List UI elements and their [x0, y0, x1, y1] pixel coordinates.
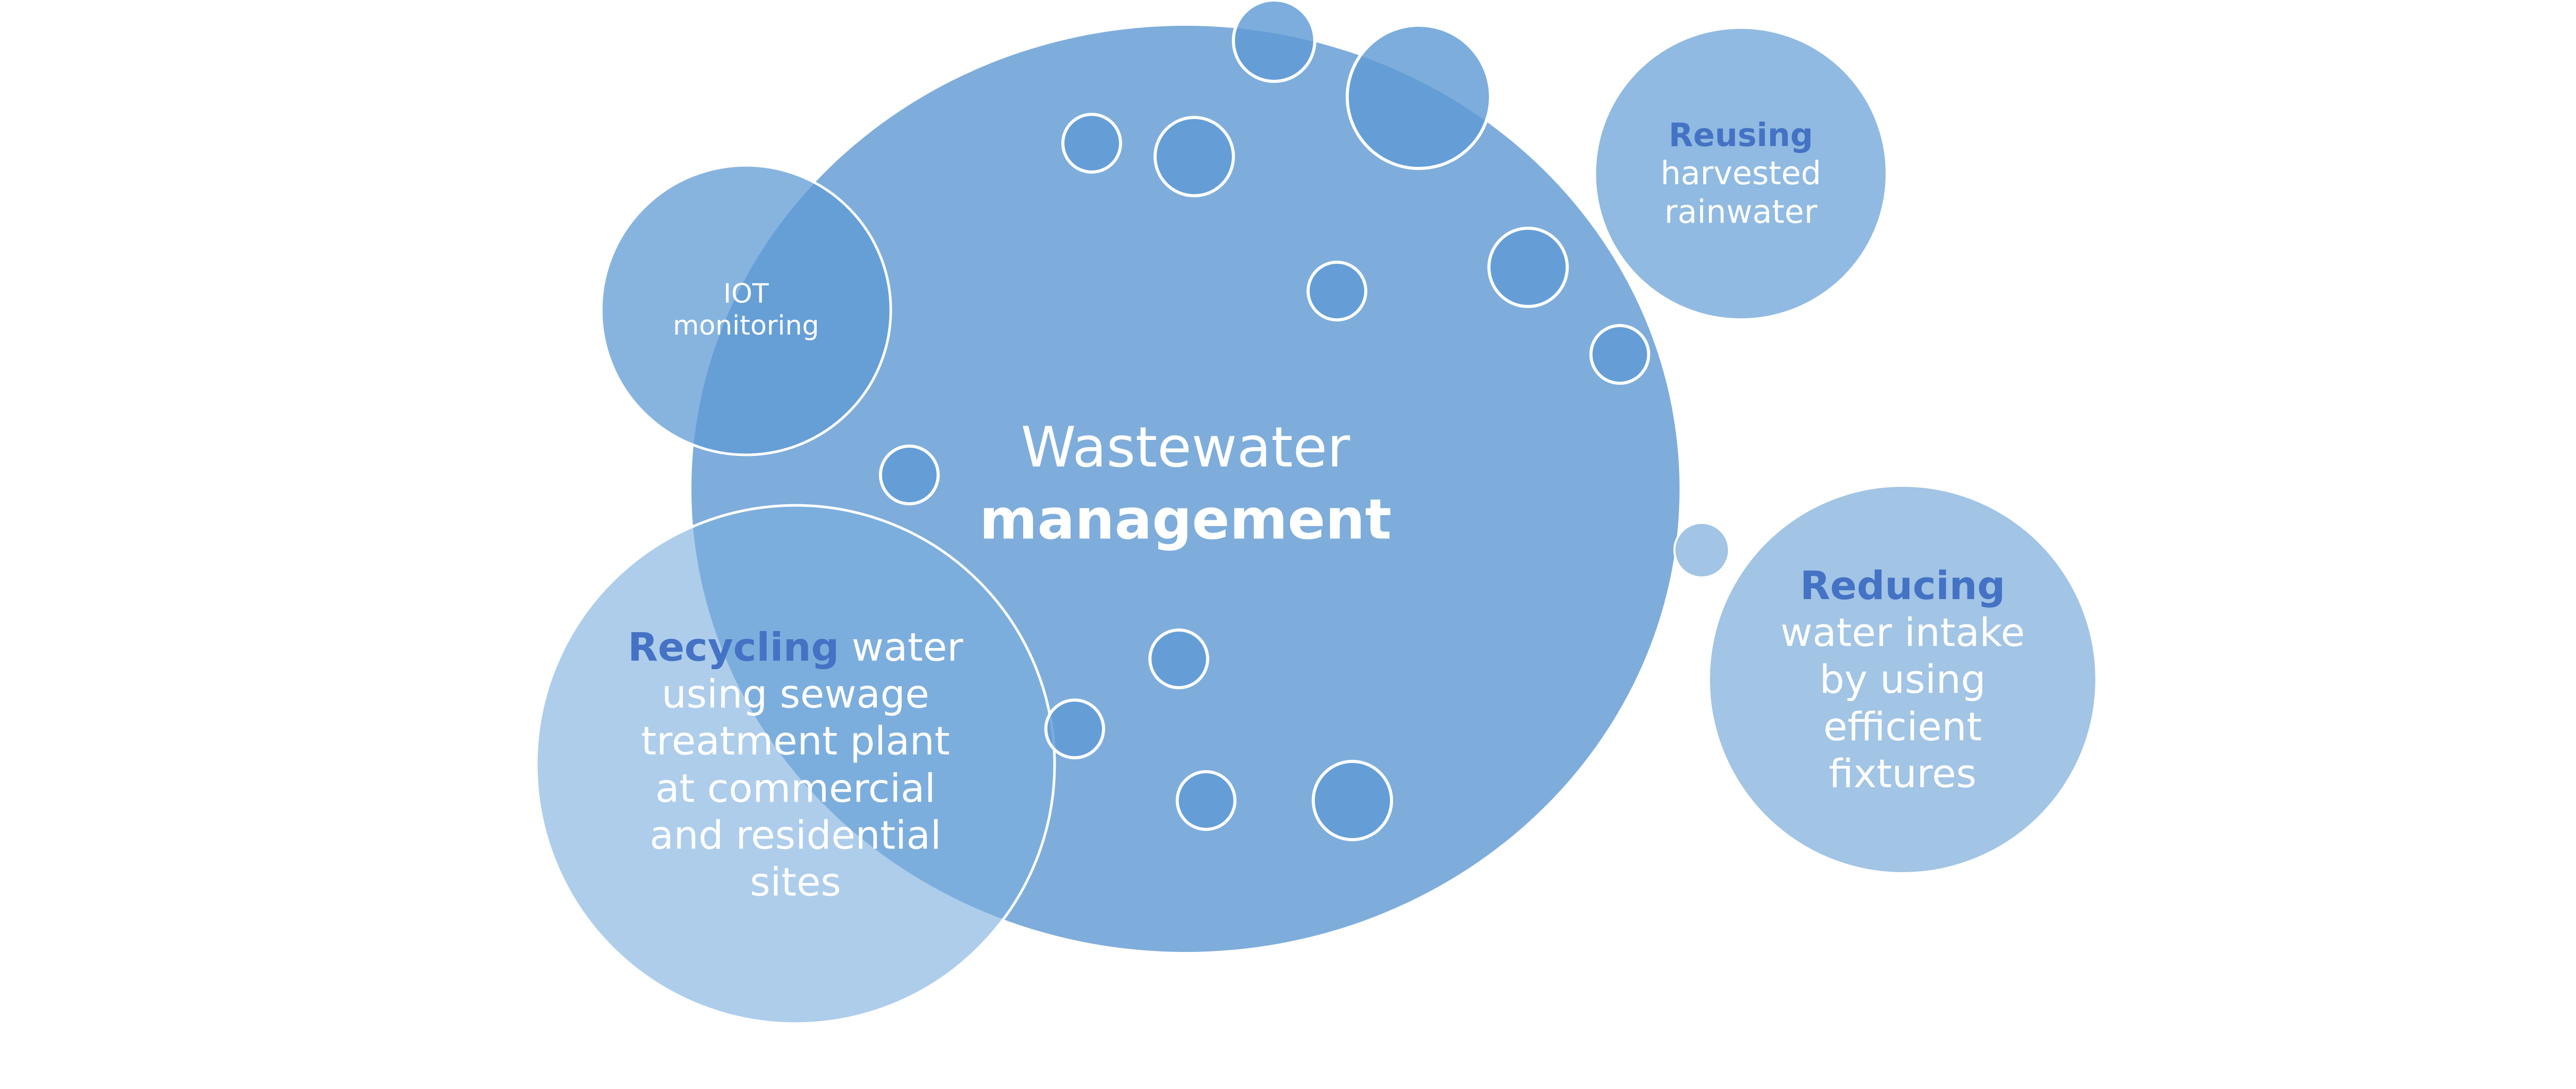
iot-label-line1: IOT [723, 278, 769, 310]
bubble [1487, 227, 1569, 308]
reusing-circle [1596, 29, 1886, 318]
bubble [1346, 24, 1492, 170]
reducing-line1: water intake [1780, 609, 2025, 656]
recycling-line3: treatment plant [641, 718, 950, 764]
bubble [1312, 760, 1393, 841]
reducing-keyword: Reducing [1800, 563, 2006, 609]
reusing-keyword: Reusing [1668, 116, 1814, 154]
reducing-label: Reducing water intake by using efficient… [1781, 562, 2025, 797]
reducing-circle [1710, 487, 2095, 872]
recycling-line1: Recycling water [610, 623, 981, 670]
reusing-line1: harvested [1660, 154, 1821, 192]
center-label-line2: management [979, 488, 1392, 552]
recycling-circle [535, 504, 1056, 1025]
recycling-line6: sites [750, 859, 841, 905]
bubble [1307, 261, 1367, 321]
bubble [1154, 116, 1235, 197]
reusing-label: Reusing harvested rainwater [1660, 116, 1821, 231]
reducing-line4: fixtures [1828, 750, 1977, 796]
iot-label: IOT monitoring [673, 278, 819, 343]
recycling-line4: at commercial [655, 765, 936, 811]
bubble [1589, 324, 1650, 385]
reusing-line2: rainwater [1664, 193, 1818, 231]
bubble [1148, 628, 1209, 689]
reducing-line2: by using [1819, 656, 1986, 703]
reducing-line3: efficient [1823, 703, 1982, 750]
recycling-line2: using sewage [662, 671, 929, 717]
recycling-line1-rest: water [839, 624, 963, 670]
iot-label-line2: monitoring [673, 311, 819, 342]
recycling-label: Recycling water using sewage treatment p… [610, 623, 981, 905]
recycling-line5: and residential [650, 812, 941, 858]
bubble-light [1673, 522, 1730, 578]
center-label: Wastewater management [979, 412, 1392, 557]
iot-circle [600, 164, 892, 456]
bubble [1061, 113, 1122, 174]
bubble [1044, 699, 1105, 759]
recycling-keyword: Recycling [628, 624, 839, 670]
bubble [879, 445, 940, 505]
bubble [1176, 770, 1236, 831]
center-label-line1: Wastewater [1021, 415, 1350, 480]
bubbles-group [879, 0, 1650, 841]
bubble [1232, 0, 1316, 83]
